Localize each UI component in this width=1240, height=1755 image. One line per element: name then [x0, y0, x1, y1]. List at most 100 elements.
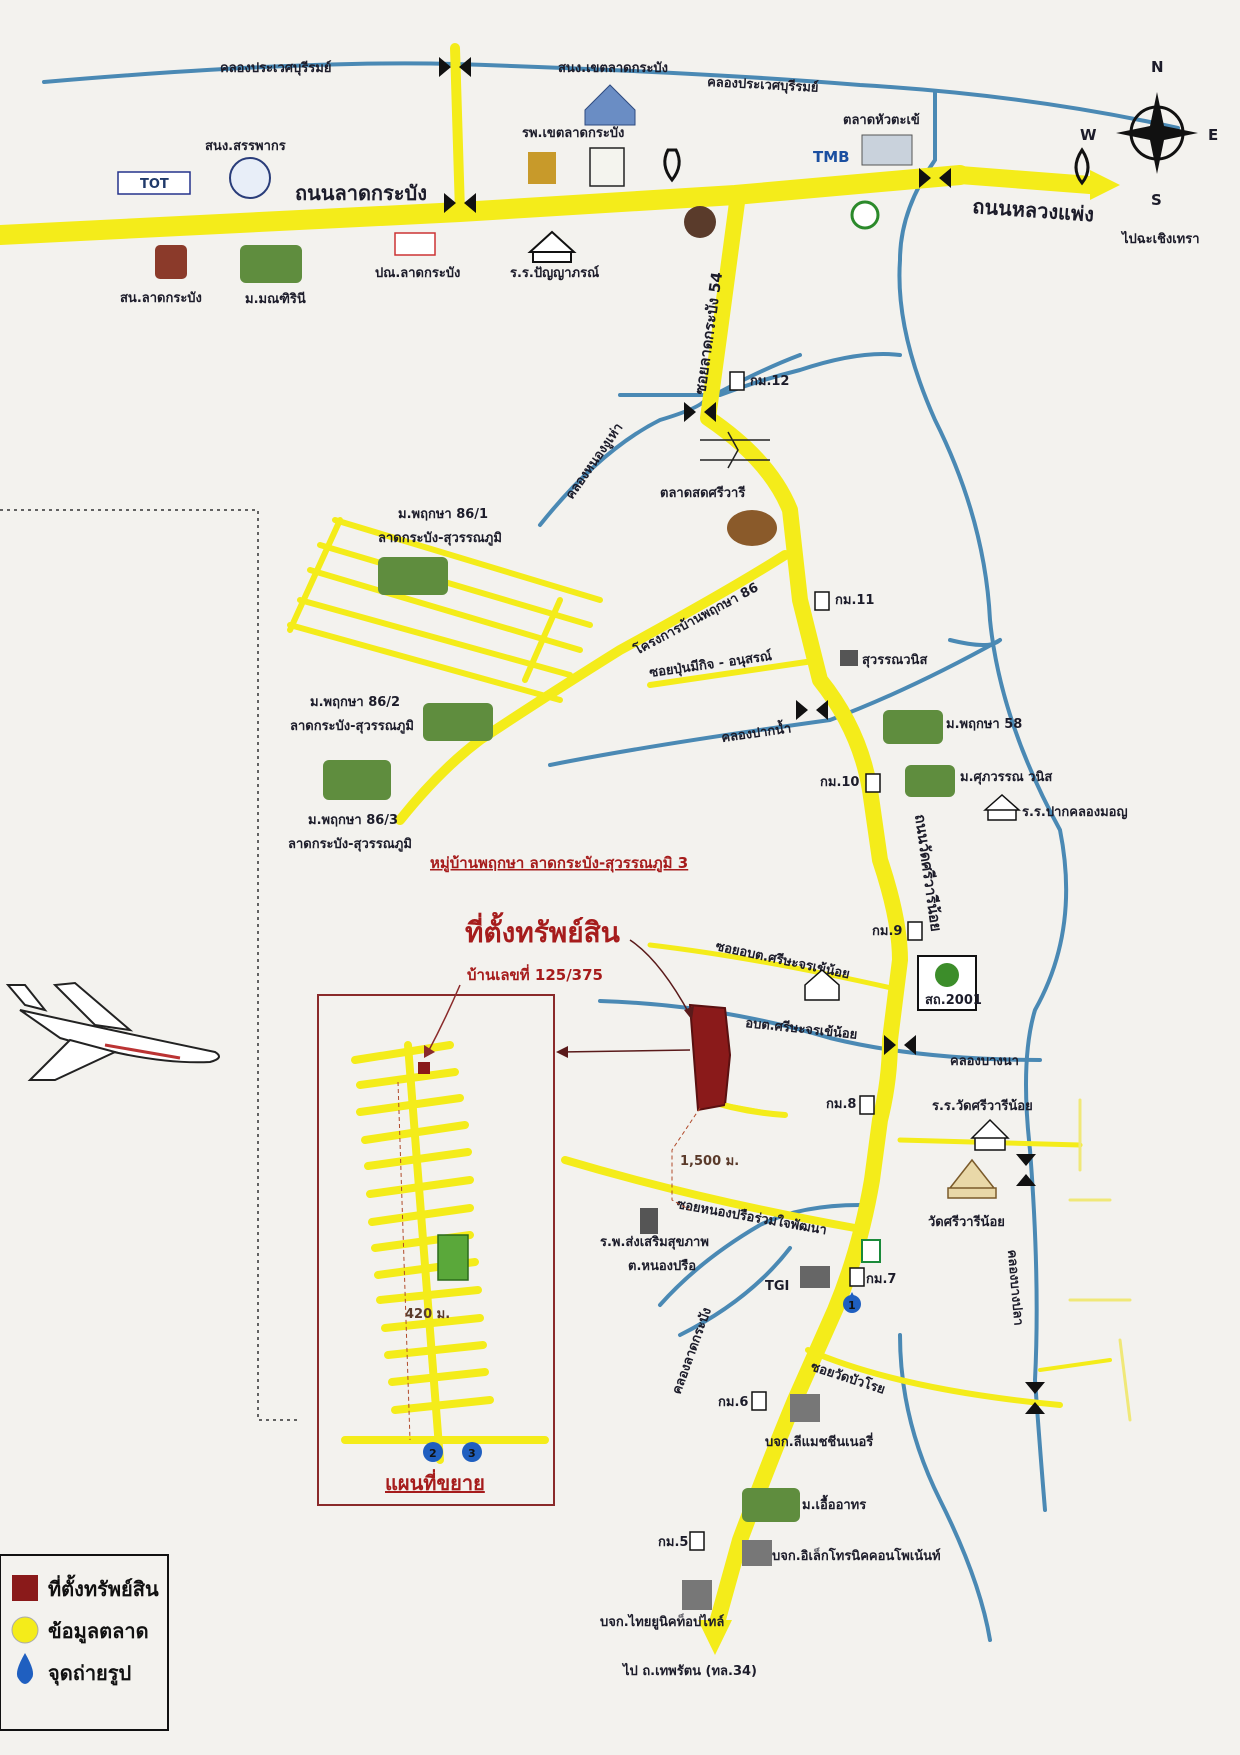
canal-bang-na-label: คลองบางนา: [950, 1054, 1019, 1069]
temple-icon: [947, 1158, 997, 1199]
village-86-3-label-a: ม.พฤกษา 86/3: [308, 813, 398, 828]
village-86-2-label-a: ม.พฤกษา 86/2: [310, 695, 400, 710]
compass-rose: N S E W: [1074, 58, 1218, 209]
hospital-label: รพ.เขตลาดกระบัง: [522, 126, 624, 141]
road-nongprue: [561, 1156, 859, 1232]
road-luang-phaeng: [951, 166, 1099, 194]
km10-marker-icon: [865, 773, 881, 793]
market-sriwari-icon: [727, 510, 777, 546]
junction-south: [1025, 1382, 1045, 1414]
road-east-branch-2: [1038, 1358, 1112, 1372]
tg1-label: TGI: [765, 1279, 789, 1294]
health-center-label-b: ต.หนองปรือ: [628, 1258, 696, 1274]
school-pak-label: ร.ร.ปากคลองมอญ: [1022, 805, 1128, 820]
school-panya-label: ร.ร.ปัญญาภรณ์: [510, 265, 599, 281]
school-wat-label: ร.ร.วัดศรีวารีน้อย: [932, 1098, 1033, 1114]
tot-label: TOT: [140, 177, 169, 192]
canal-nongprue-cross: [658, 1203, 862, 1307]
legend-photo-swatch: [16, 1653, 34, 1684]
road-pumkit: [647, 657, 823, 688]
road-watbua: [805, 1347, 1063, 1408]
canal-pak-nam-label: คลองปากน้ำ: [720, 717, 792, 746]
legend: ที่ตั้งทรัพย์สิน ข้อมูลตลาด จุดถ่ายรูป: [0, 1554, 169, 1731]
km8-marker-icon: [859, 1095, 875, 1115]
ptt-label: สถ.2001: [925, 993, 982, 1008]
airplane-icon: [5, 981, 220, 1081]
inset-distance-line: [397, 1081, 411, 1441]
km7-marker-icon: [849, 1267, 865, 1287]
village-86-2-icon: [423, 703, 493, 741]
factory6-label: บจก.ลีแมชชีนเนอรี่: [765, 1432, 873, 1450]
factory-south-icon: [682, 1580, 712, 1610]
soi-prueksa86-label: โครงการบ้านพฤกษา 86: [630, 579, 761, 659]
village-58-label: ม.พฤกษา 58: [946, 717, 1022, 732]
km11-label: กม.11: [835, 593, 874, 608]
tg1-factory-icon: [800, 1266, 830, 1288]
airport-boundary: [0, 509, 300, 1421]
compass-n: N: [1151, 58, 1164, 76]
km9-label: กม.9: [872, 924, 902, 939]
village-86-3-icon: [323, 760, 391, 800]
ortor-office-label: อบต.ศรีษะจรเข้น้อย: [745, 1015, 859, 1043]
factory5-icon: [742, 1540, 772, 1566]
inset-parcel: [418, 1062, 430, 1074]
ortor-office-icon: [804, 968, 840, 1001]
property-distance-label: 1,500 ม.: [680, 1154, 739, 1169]
legend-property-swatch: [12, 1575, 38, 1601]
km12-label: กม.12: [750, 374, 789, 389]
inset-roads: [341, 1041, 549, 1464]
road-soi86-diag: [395, 550, 790, 825]
junction-north: [439, 57, 471, 77]
canal-pak-nam: [548, 638, 1002, 767]
maneerin-village-icon: [240, 245, 302, 283]
compass-s: S: [1151, 191, 1162, 209]
canal-upper-right: [948, 638, 1002, 647]
road-lat-krabang-label: ถนนลาดกระบัง: [295, 181, 427, 205]
km12-marker-icon: [729, 371, 745, 391]
junction-pak-nam: [796, 700, 828, 720]
legend-market-swatch: [11, 1616, 39, 1644]
inset-title: แผนที่ขยาย: [385, 1468, 485, 1495]
compass-w: W: [1080, 126, 1097, 144]
km10-label: กม.10: [820, 775, 859, 790]
photo-marker-3-number: 3: [468, 1447, 476, 1460]
junction-wat: [1016, 1154, 1036, 1186]
property-parcel: [688, 1003, 732, 1112]
road-lat-krabang: [0, 165, 970, 245]
pointer-to-parcel-head: [684, 1006, 694, 1020]
revenue-label: สนง.สรรพากร: [205, 139, 286, 154]
ua-tharn-label: ม.เอื้ออาทร: [802, 1494, 866, 1513]
school-panya-icon: [527, 230, 577, 263]
district-office-icon: [584, 84, 636, 126]
maneerin-label: ม.มณฑิรินี: [245, 291, 306, 307]
to-thepharak-label: ไป ถ.เทพรัตน (ทล.34): [621, 1662, 757, 1679]
canal-east-main: [897, 90, 1069, 1512]
photo-marker-3: 3: [462, 1442, 482, 1462]
factory6-icon: [790, 1394, 820, 1422]
health-center-label-a: ร.พ.ส่งเสริมสุขภาพ: [600, 1235, 709, 1250]
pointer-to-inset-head: [556, 1046, 568, 1058]
junction-km12: [684, 402, 716, 422]
hospital-building-icon: [589, 147, 625, 187]
km6-marker-icon: [751, 1391, 767, 1411]
km7-label: กม.7: [866, 1272, 896, 1287]
photo-marker-1-number: 1: [848, 1299, 856, 1312]
road-ortor: [647, 942, 903, 993]
legend-property-label: ที่ตั้งทรัพย์สิน: [48, 1574, 159, 1601]
km5-marker-icon: [689, 1531, 705, 1551]
road-luang-phaeng-label: ถนนหลวงแพ่ง: [972, 194, 1095, 226]
inset-pointer-head: [424, 1045, 435, 1058]
factory-south-label: บจก.ไทยยูนิคท็อปไทล์: [600, 1612, 724, 1630]
police-badge-icon: [155, 245, 187, 279]
inset-frame: [317, 994, 555, 1506]
village-86-1-label-a: ม.พฤกษา 86/1: [398, 507, 488, 522]
suparwan-icon: [905, 765, 955, 797]
factory5-label: บจก.อิเล็กโทรนิคคอนโพเน้นท์: [772, 1546, 941, 1564]
bank-scb-icon: [663, 148, 681, 183]
tmb-label: TMB: [813, 148, 850, 166]
revenue-emblem-icon: [229, 157, 271, 199]
soi-ortor-label: ซอยอบต.ศรีษะจรเข้น้อย: [714, 938, 851, 982]
legend-photo-label: จุดถ่ายรูป: [48, 1661, 131, 1687]
photo-marker-2: 2: [423, 1442, 443, 1462]
to-chachoengsao-label: ไปฉะเชิงเทรา: [1120, 230, 1200, 247]
